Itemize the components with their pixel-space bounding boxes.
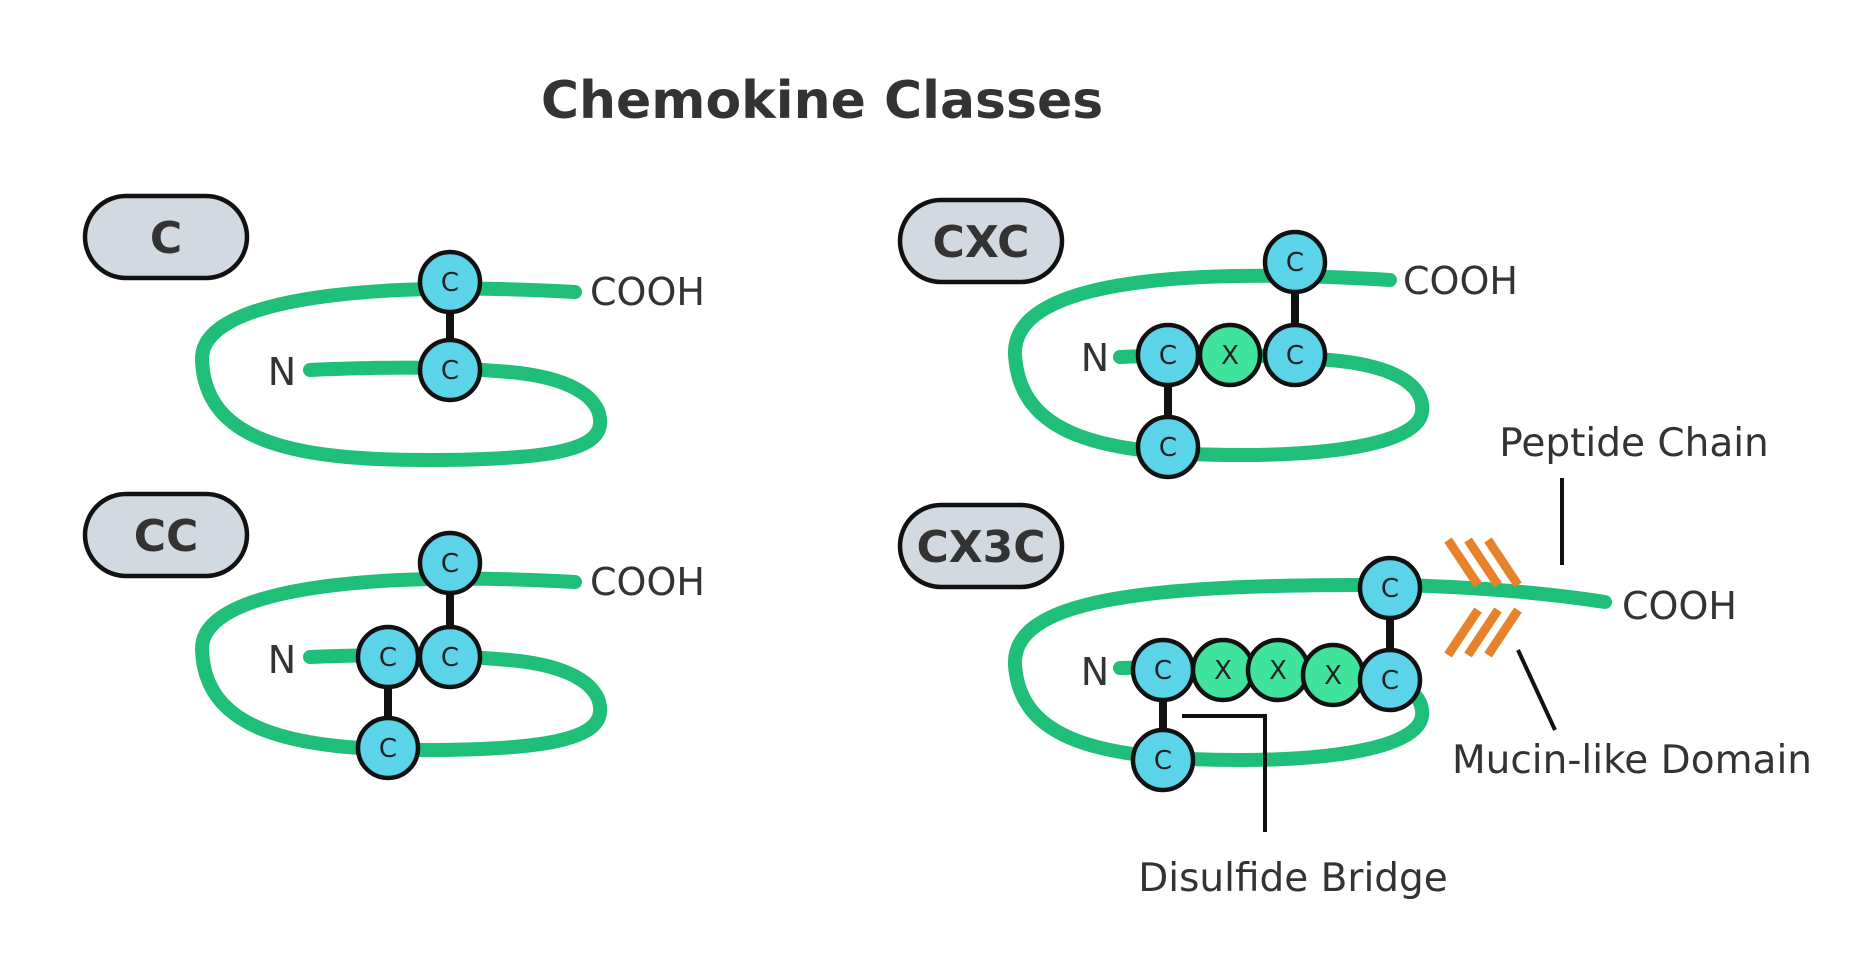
panel-cc-cooh-terminus: COOH [590, 560, 705, 604]
panel-cxc-x-residue [1197, 322, 1263, 388]
panel-cc-label: CC [134, 511, 199, 562]
panel-c-label-pill [82, 193, 250, 281]
disulfide-bridge-leader [1182, 714, 1267, 832]
panel-cc-label-pill [82, 491, 250, 579]
mucin-domain-leader [1516, 649, 1557, 731]
peptide-chain-callout: Peptide Chain [1499, 421, 1769, 466]
panel-cx3c-cooh-terminus: COOH [1622, 584, 1737, 628]
panel-cx3c-cysteine-top [1357, 555, 1423, 621]
panel-cc-cysteine-top [417, 530, 483, 596]
mucin-stroke-lower-1 [1444, 607, 1482, 658]
panel-c-cooh-terminus: COOH [590, 270, 705, 314]
panel-c-cysteine-top [417, 249, 483, 315]
mucin-stroke-upper-1 [1444, 537, 1482, 588]
panel-cxc-cysteine-bottom [1135, 414, 1201, 480]
panel-cx3c-cysteine-2-label: C [1381, 666, 1399, 696]
panel-cx3c: CX3C C C X X X C C N COOH [897, 502, 1737, 793]
mucin-domain-callout: Mucin-like Domain [1452, 738, 1812, 783]
panel-cc-cysteine-2 [417, 624, 483, 690]
panel-cxc-cysteine-bottom-label: C [1159, 433, 1177, 463]
panel-cc-n-terminus: N [268, 638, 296, 682]
callouts: Peptide Chain Mucin-like Domain Disulfid… [1138, 421, 1812, 901]
panel-cx3c-cysteine-top-label: C [1381, 574, 1399, 604]
panel-c-label: C [150, 213, 182, 264]
disulfide-bridge-callout: Disulfide Bridge [1138, 856, 1448, 901]
panel-cc-peptide-chain [194, 571, 608, 757]
panel-cx3c-x-residue-3-label: X [1324, 661, 1342, 691]
diagram-title: Chemokine Classes [541, 71, 1103, 131]
panel-c-n-terminus: N [268, 350, 296, 394]
panel-cc-cysteine-2-label: C [441, 643, 459, 673]
mucin-like-domain [1444, 537, 1522, 658]
panel-cx3c-n-terminus: N [1081, 650, 1109, 694]
mucin-stroke-lower-3 [1484, 607, 1522, 658]
panel-cxc-label-pill [897, 197, 1065, 285]
panel-cc-cysteine-bottom-label: C [379, 734, 397, 764]
panel-cx3c-label: CX3C [916, 522, 1045, 573]
panel-c-cysteine-top-label: C [441, 268, 459, 298]
panel-cx3c-cysteine-1-label: C [1154, 656, 1172, 686]
panel-cxc-label: CXC [933, 217, 1030, 268]
panel-c-cysteine-bottom [417, 337, 483, 403]
panel-cxc-cysteine-top [1262, 229, 1328, 295]
panel-cc: CC C C C C N COOH [82, 491, 705, 781]
panel-cx3c-cysteine-2 [1357, 647, 1423, 713]
panel-cx3c-label-pill [897, 502, 1065, 590]
panel-c: C C C N COOH [82, 193, 705, 467]
panel-cxc: CXC C C X C C N COOH [897, 197, 1518, 480]
panel-cxc-n-terminus: N [1081, 336, 1109, 380]
panel-c-cysteine-bottom-label: C [441, 356, 459, 386]
panel-cc-cysteine-1-label: C [379, 643, 397, 673]
panel-cxc-cysteine-2 [1262, 322, 1328, 388]
mucin-stroke-lower-2 [1464, 607, 1502, 658]
panel-c-peptide-chain [194, 281, 608, 467]
panel-cxc-cysteine-2-label: C [1286, 341, 1304, 371]
panel-cc-cysteine-top-label: C [441, 549, 459, 579]
panel-cxc-cysteine-top-label: C [1286, 248, 1304, 278]
panel-cxc-cooh-terminus: COOH [1403, 259, 1518, 303]
panel-cxc-x-residue-label: X [1221, 341, 1239, 371]
panel-cx3c-cysteine-bottom-label: C [1154, 746, 1172, 776]
panel-cx3c-x-residue-2-label: X [1269, 656, 1287, 686]
mucin-stroke-upper-3 [1484, 537, 1522, 588]
mucin-stroke-upper-2 [1464, 537, 1502, 588]
panel-cc-cysteine-bottom [355, 715, 421, 781]
panel-cx3c-cysteine-bottom [1130, 727, 1196, 793]
panel-cx3c-x-residue-1-label: X [1214, 656, 1232, 686]
panel-cxc-cysteine-1-label: C [1159, 341, 1177, 371]
